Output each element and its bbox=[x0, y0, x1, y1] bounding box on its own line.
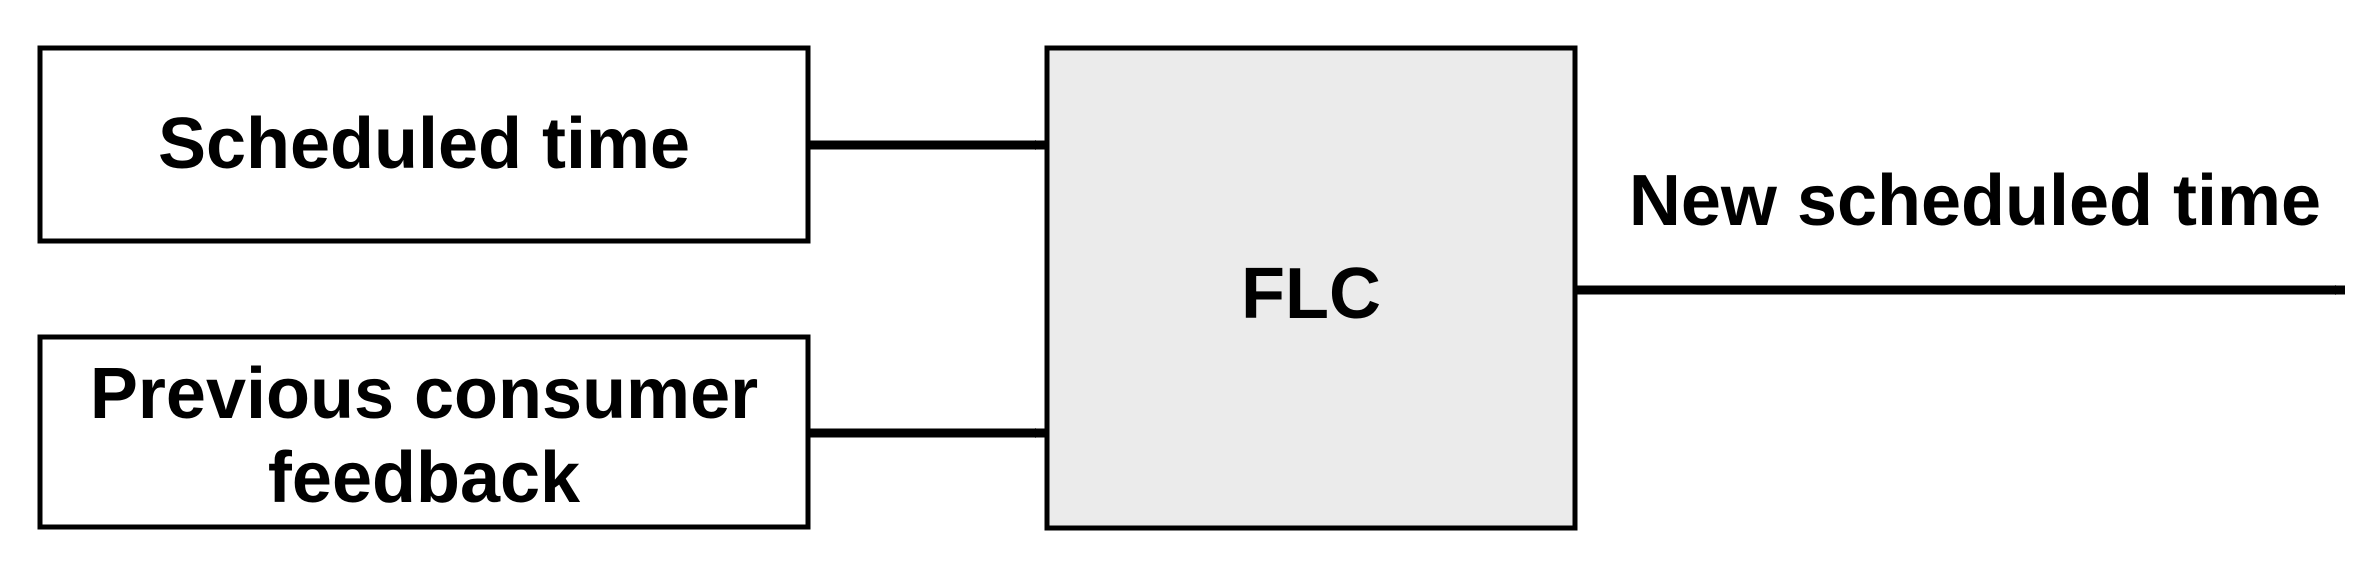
flc-label: FLC bbox=[1241, 254, 1381, 334]
scheduled-time-box: Scheduled time bbox=[37, 45, 811, 244]
scheduled-time-label: Scheduled time bbox=[158, 104, 690, 184]
previous-feedback-rect bbox=[37, 334, 811, 530]
previous-feedback-label-line-2: feedback bbox=[268, 438, 581, 518]
scheduled-time-rect bbox=[37, 45, 811, 244]
new-scheduled-time-label: New scheduled time bbox=[1629, 161, 2321, 241]
flc-box: FLC bbox=[1044, 45, 1578, 531]
previous-feedback-label-line-1: Previous consumer bbox=[90, 354, 758, 434]
previous-feedback-box: Previous consumer feedback bbox=[37, 334, 811, 530]
flc-rect bbox=[1044, 45, 1578, 531]
